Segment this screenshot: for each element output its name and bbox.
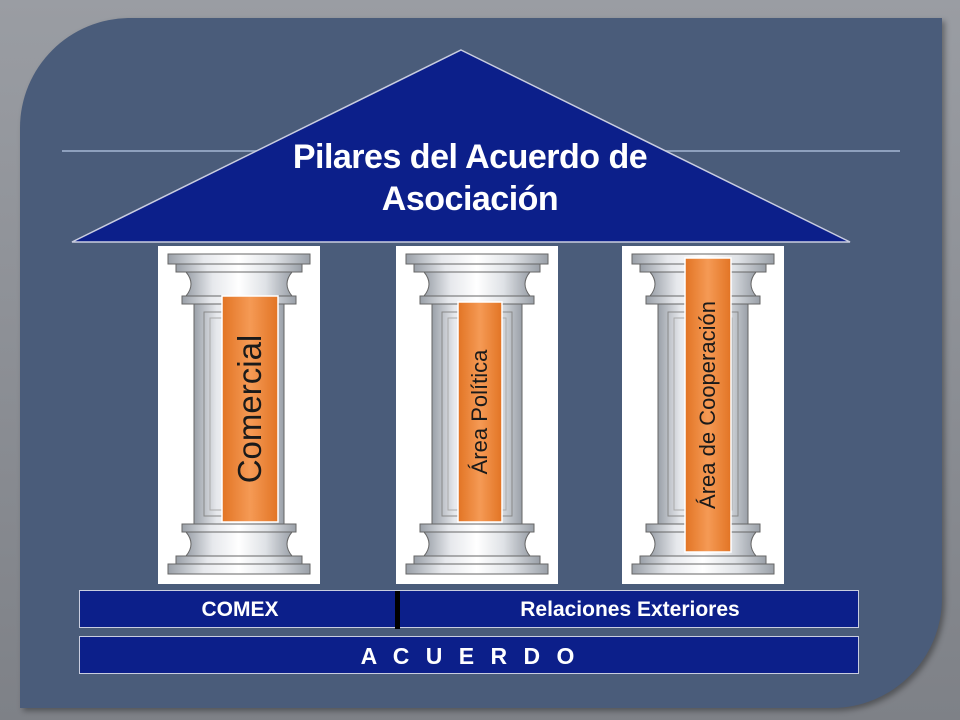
bar-institutions: COMEX Relaciones Exteriores bbox=[79, 590, 859, 629]
bar-label-comex: COMEX bbox=[201, 598, 279, 621]
pillar-label-box-cooperacion bbox=[684, 257, 732, 553]
roof bbox=[71, 49, 851, 243]
bar-label-relaciones: Relaciones Exteriores bbox=[520, 598, 740, 621]
pillar-label-cooperacion: Área de Cooperación bbox=[695, 301, 720, 509]
pillar-label-politica: Área Política bbox=[467, 349, 492, 475]
pillar-label-comercial: Comercial bbox=[231, 334, 268, 484]
bar-divider bbox=[395, 591, 400, 629]
title-line-2: Asociación bbox=[381, 180, 559, 218]
bar-acuerdo: A C U E R D O bbox=[79, 636, 859, 674]
diagram-title: Pilares del Acuerdo de Asociación bbox=[250, 136, 690, 220]
title-line-1: Pilares del Acuerdo de bbox=[292, 138, 648, 176]
pillar-label-box-comercial bbox=[221, 295, 279, 523]
bar-label-acuerdo: A C U E R D O bbox=[360, 643, 580, 669]
pillar-label-box-politica bbox=[457, 301, 503, 523]
